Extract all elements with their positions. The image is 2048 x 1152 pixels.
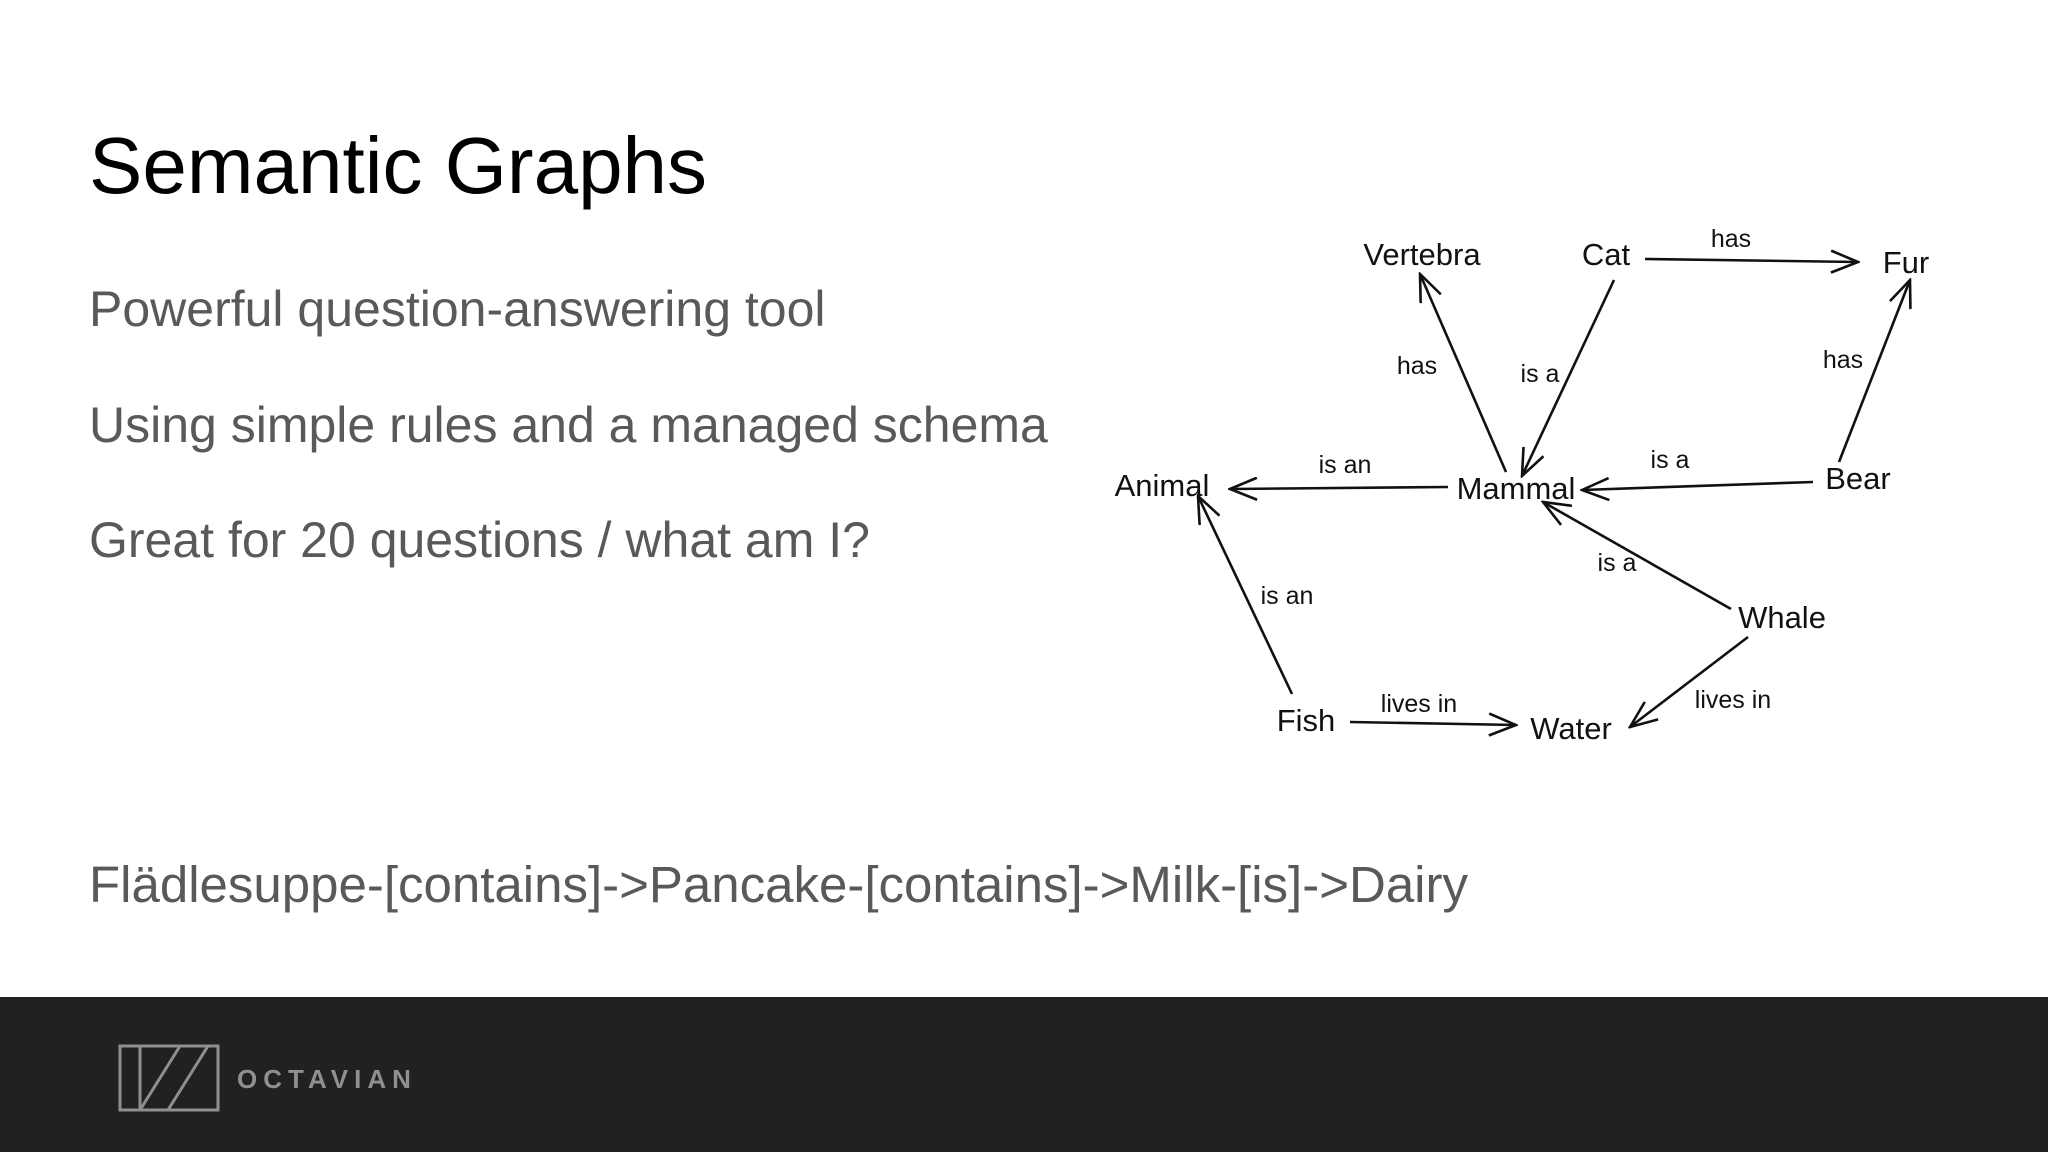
- edge-label-fish-water: lives in: [1381, 690, 1457, 718]
- graph-edge-labels: has has is a has is an is a is a is an l…: [1261, 225, 1864, 718]
- graph-edges: [1198, 259, 1910, 727]
- edge-mammal-is-an-animal: [1230, 487, 1449, 489]
- graph-nodes: Vertebra Cat Fur Animal Mammal Bear Whal…: [1115, 237, 1930, 746]
- edge-label-whale-mammal: is a: [1598, 549, 1637, 577]
- edge-label-fish-animal: is an: [1261, 582, 1314, 610]
- footer-bar: [0, 997, 2048, 1152]
- bullet-question-answering: Powerful question-answering tool: [89, 281, 826, 337]
- bullet-twenty-questions: Great for 20 questions / what am I?: [89, 512, 870, 568]
- octavian-logo-icon: [118, 1044, 220, 1112]
- slide-title: Semantic Graphs: [89, 121, 708, 210]
- edge-label-mammal-vertebra: has: [1397, 352, 1437, 380]
- edge-whale-lives-in-water: [1630, 635, 1749, 727]
- node-fur: Fur: [1883, 245, 1930, 280]
- node-animal: Animal: [1115, 468, 1210, 503]
- node-vertebra: Vertebra: [1363, 237, 1481, 272]
- node-mammal: Mammal: [1457, 471, 1576, 506]
- edge-bear-has-fur: [1837, 280, 1910, 463]
- edge-label-mammal-animal: is an: [1319, 451, 1372, 479]
- edge-label-whale-water: lives in: [1695, 686, 1771, 714]
- node-whale: Whale: [1738, 600, 1826, 635]
- node-fish: Fish: [1277, 703, 1336, 738]
- edge-bear-is-a-mammal: [1582, 482, 1814, 490]
- edge-mammal-has-vertebra: [1420, 274, 1508, 473]
- edge-fish-lives-in-water: [1349, 722, 1516, 725]
- edge-label-cat-mammal: is a: [1521, 360, 1560, 388]
- edge-label-cat-fur: has: [1711, 225, 1751, 253]
- example-semantic-chain: Flädlesuppe-[contains]->Pancake-[contain…: [89, 856, 1468, 913]
- node-cat: Cat: [1582, 237, 1631, 272]
- semantic-graph-diagram: has has is a has is an is a is a is an l…: [1115, 225, 1930, 746]
- bullet-simple-rules: Using simple rules and a managed schema: [89, 397, 1048, 453]
- edge-whale-is-a-mammal: [1543, 502, 1732, 611]
- edge-label-bear-mammal: is a: [1651, 446, 1690, 474]
- edge-label-bear-fur: has: [1823, 346, 1863, 374]
- edge-cat-is-a-mammal: [1522, 279, 1616, 476]
- node-water: Water: [1530, 711, 1612, 746]
- edge-fish-is-an-animal: [1198, 496, 1294, 695]
- brand-name: OCTAVIAN: [237, 1064, 417, 1094]
- node-bear: Bear: [1825, 461, 1890, 496]
- edge-cat-has-fur: [1644, 259, 1858, 262]
